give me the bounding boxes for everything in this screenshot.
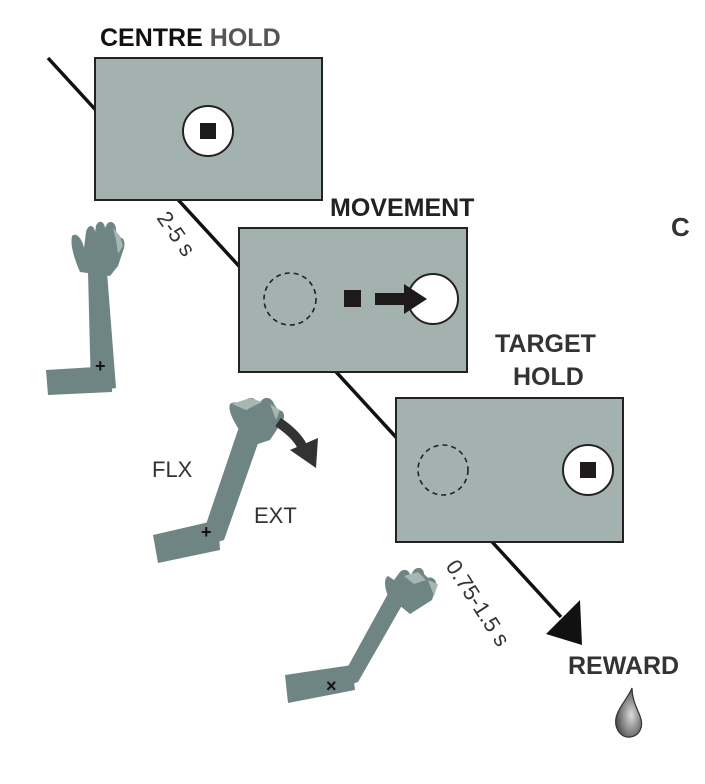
timeline-arrowhead xyxy=(546,600,582,645)
square-cursor-icon xyxy=(200,123,216,139)
forearm-hand-icon: + xyxy=(153,397,285,563)
panel-letter: C xyxy=(671,212,690,242)
dashed-start-circle-icon xyxy=(263,272,317,326)
curved-flexion-arrow-icon xyxy=(275,417,318,468)
elbow-cross-icon: × xyxy=(326,676,337,696)
forearm-hand-icon: + xyxy=(46,221,125,395)
flexion-label: FLX xyxy=(152,457,193,482)
target-hold-screen xyxy=(395,397,624,543)
target-hold-title-line1: TARGET xyxy=(495,330,596,358)
reward-label: REWARD xyxy=(568,652,679,680)
movement-title: MOVEMENT xyxy=(330,194,474,222)
timing-label-second: 0.75-1.5 s xyxy=(441,555,515,651)
square-cursor-icon xyxy=(344,290,361,307)
forearm-hand-icon: × xyxy=(285,567,438,703)
centre-hold-screen xyxy=(94,57,323,201)
movement-arrow-icon xyxy=(375,284,427,314)
elbow-cross-icon: + xyxy=(95,356,106,376)
target-hold-title-line2: HOLD xyxy=(513,363,584,391)
square-cursor-icon xyxy=(580,462,596,478)
dashed-start-circle-icon xyxy=(417,444,469,496)
extension-label: EXT xyxy=(254,503,297,528)
movement-screen xyxy=(238,227,468,373)
elbow-cross-icon: + xyxy=(201,522,212,542)
water-drop-icon xyxy=(615,687,643,738)
